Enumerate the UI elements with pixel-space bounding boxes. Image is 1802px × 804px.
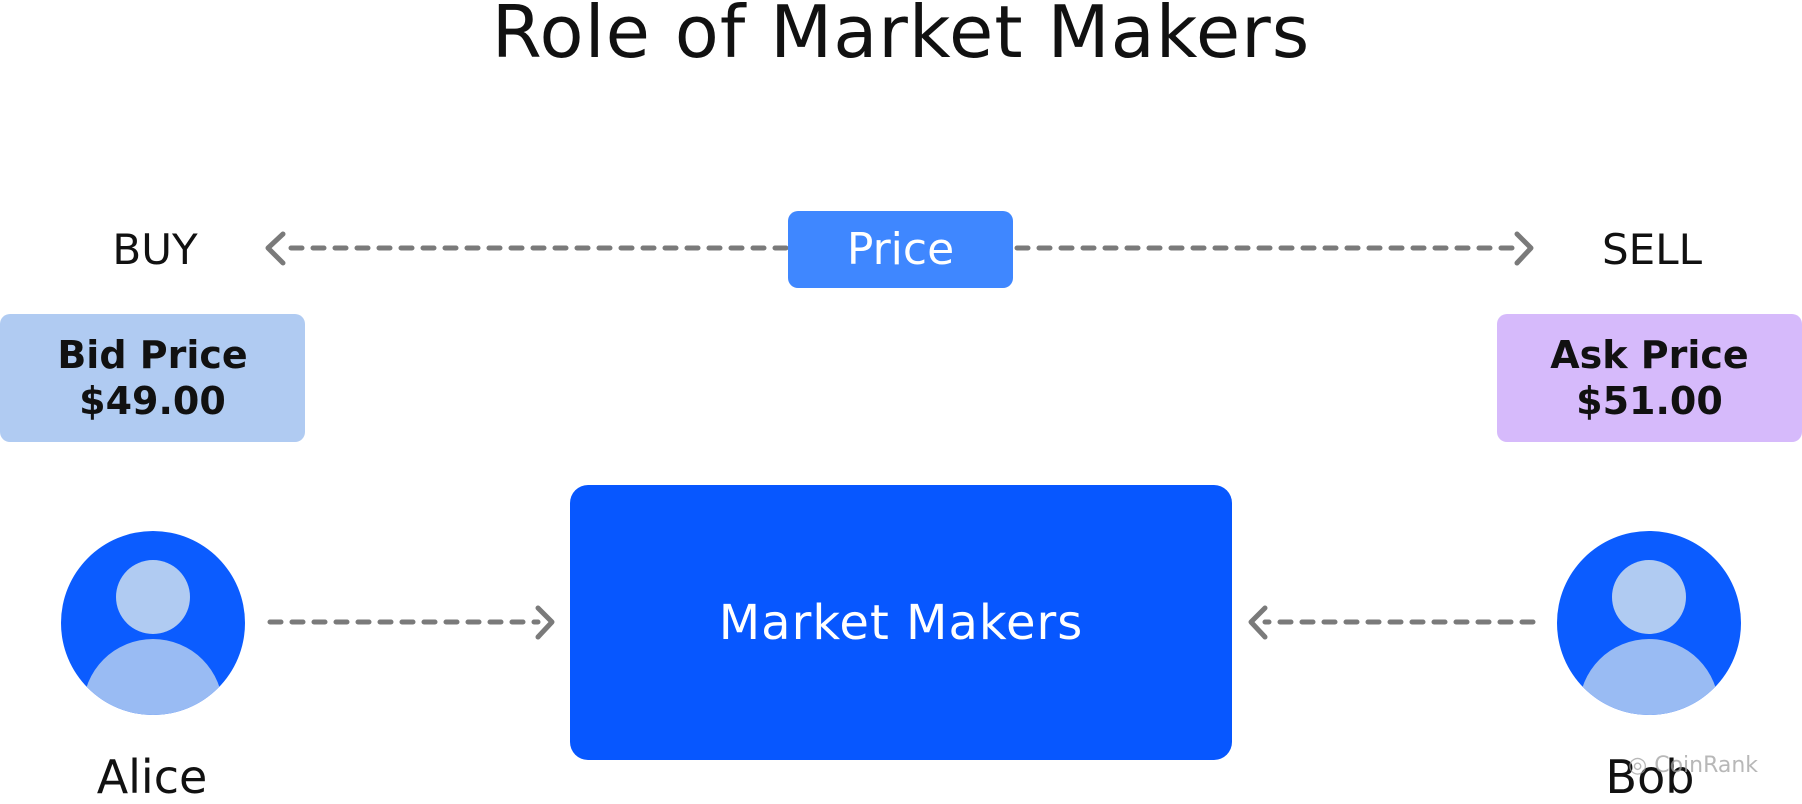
watermark: ◎ CoinRank [1628, 753, 1758, 779]
market-makers-label: Market Makers [718, 594, 1084, 651]
arrow-bob-to-market-makers [1248, 605, 1536, 640]
watermark-logo-icon: ◎ [1628, 753, 1655, 778]
bid-price-box: Bid Price $49.00 [0, 314, 305, 442]
buy-label: BUY [112, 225, 198, 274]
alice-avatar-icon [61, 531, 245, 715]
price-box: Price [788, 211, 1013, 288]
alice-name: Alice [96, 750, 208, 804]
bid-price-value: $49.00 [79, 379, 226, 423]
ask-price-label: Ask Price [1550, 333, 1749, 377]
watermark-text: CoinRank [1654, 753, 1759, 778]
bid-price-label: Bid Price [57, 333, 248, 377]
diagram-title: Role of Market Makers [491, 0, 1311, 74]
arrow-price-to-sell [1014, 231, 1534, 266]
bob-avatar-icon [1557, 531, 1741, 715]
ask-price-box: Ask Price $51.00 [1497, 314, 1802, 442]
price-label: Price [846, 224, 955, 275]
market-makers-box: Market Makers [570, 485, 1232, 760]
arrow-alice-to-market-makers [267, 605, 555, 640]
sell-label: SELL [1602, 225, 1702, 274]
ask-price-value: $51.00 [1576, 379, 1723, 423]
arrow-price-to-buy [265, 231, 789, 266]
